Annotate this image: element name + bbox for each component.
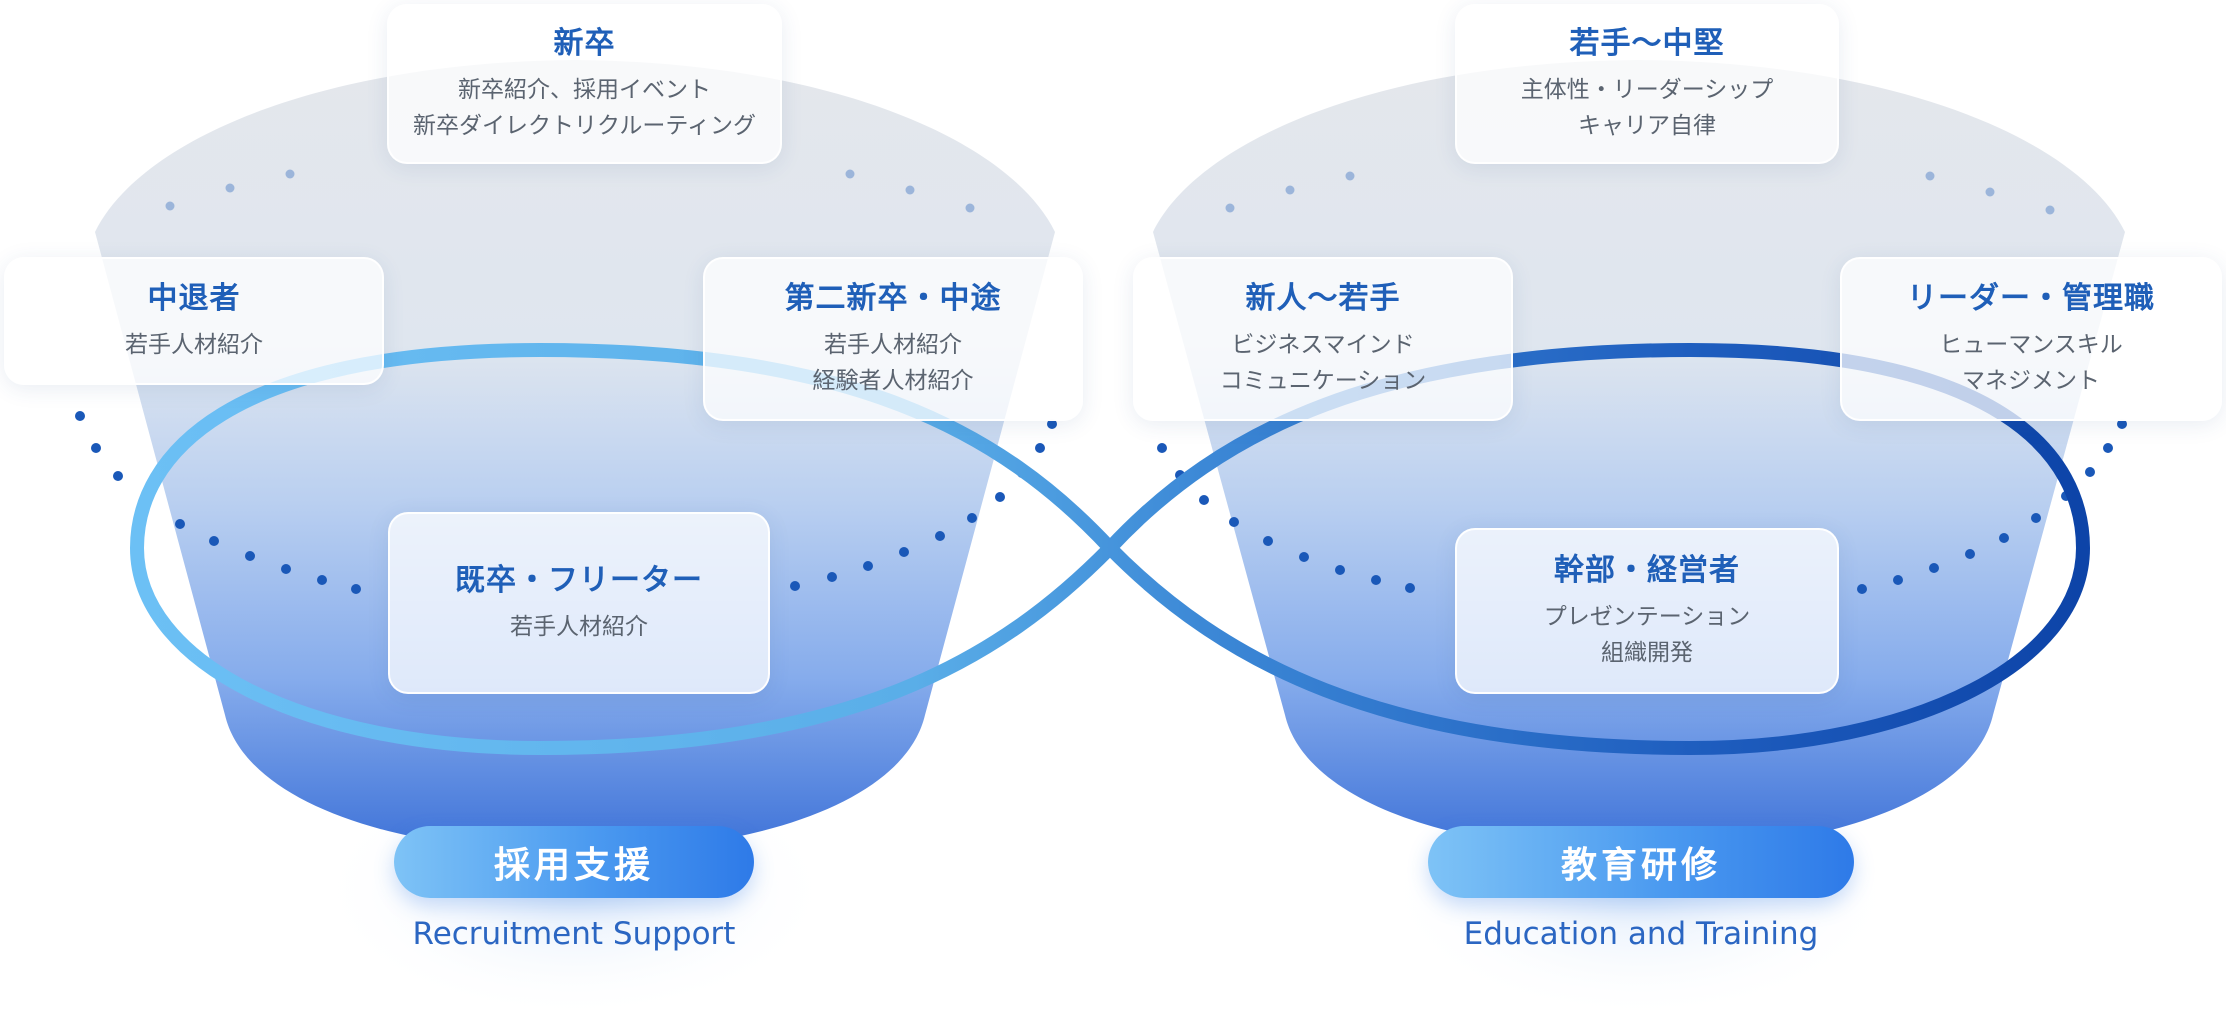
card-line: ビジネスマインド	[1231, 332, 1415, 358]
card-line: 新卒紹介、採用イベント	[458, 77, 711, 103]
card-line: 若手人材紹介	[125, 332, 263, 358]
card-title: 新卒	[553, 26, 616, 61]
card-line: キャリア自律	[1578, 113, 1716, 139]
card-title: 若手〜中堅	[1569, 26, 1725, 61]
dotted-arcs	[75, 169, 2127, 594]
right-funnel	[1153, 60, 2125, 852]
card-title: リーダー・管理職	[1907, 281, 2155, 316]
card-wakate-chuken: 若手〜中堅 主体性・リーダーシップ キャリア自律	[1455, 4, 1839, 164]
card-line: 新卒ダイレクトリクルーティング	[413, 113, 756, 139]
card-kanbu-keiei: 幹部・経営者 プレゼンテーション 組織開発	[1455, 528, 1839, 694]
card-line: 若手人材紹介	[824, 332, 962, 358]
card-kisotsu: 既卒・フリーター 若手人材紹介	[388, 512, 770, 694]
card-chutaisha: 中退者 若手人材紹介	[4, 257, 384, 385]
card-title: 新人〜若手	[1245, 281, 1401, 316]
card-line: 主体性・リーダーシップ	[1520, 77, 1774, 103]
recruitment-support-badge: 採用支援	[394, 826, 754, 898]
card-title: 中退者	[147, 281, 241, 316]
card-shinsotsu: 新卒 新卒紹介、採用イベント 新卒ダイレクトリクルーティング	[387, 4, 782, 164]
recruitment-support-subtitle: Recruitment Support	[412, 916, 736, 952]
card-title: 幹部・経営者	[1554, 553, 1740, 588]
card-line: 経験者人材紹介	[812, 368, 974, 394]
card-title: 既卒・フリーター	[455, 563, 703, 598]
card-leader-kanri: リーダー・管理職 ヒューマンスキル マネジメント	[1840, 257, 2222, 421]
card-shinjin-wakate: 新人〜若手 ビジネスマインド コミュニケーション	[1133, 257, 1513, 421]
card-line: プレゼンテーション	[1543, 604, 1751, 630]
card-line: マネジメント	[1962, 368, 2100, 394]
card-line: コミュニケーション	[1219, 368, 1427, 394]
card-line: 組織開発	[1601, 640, 1693, 666]
card-line: 若手人材紹介	[510, 614, 648, 640]
card-line: ヒューマンスキル	[1939, 332, 2123, 358]
education-training-subtitle: Education and Training	[1463, 916, 1819, 952]
education-training-badge: 教育研修	[1428, 826, 1854, 898]
card-dainishinsotsu: 第二新卒・中途 若手人材紹介 経験者人材紹介	[703, 257, 1083, 421]
left-funnel	[95, 60, 1055, 852]
card-title: 第二新卒・中途	[784, 281, 1002, 316]
